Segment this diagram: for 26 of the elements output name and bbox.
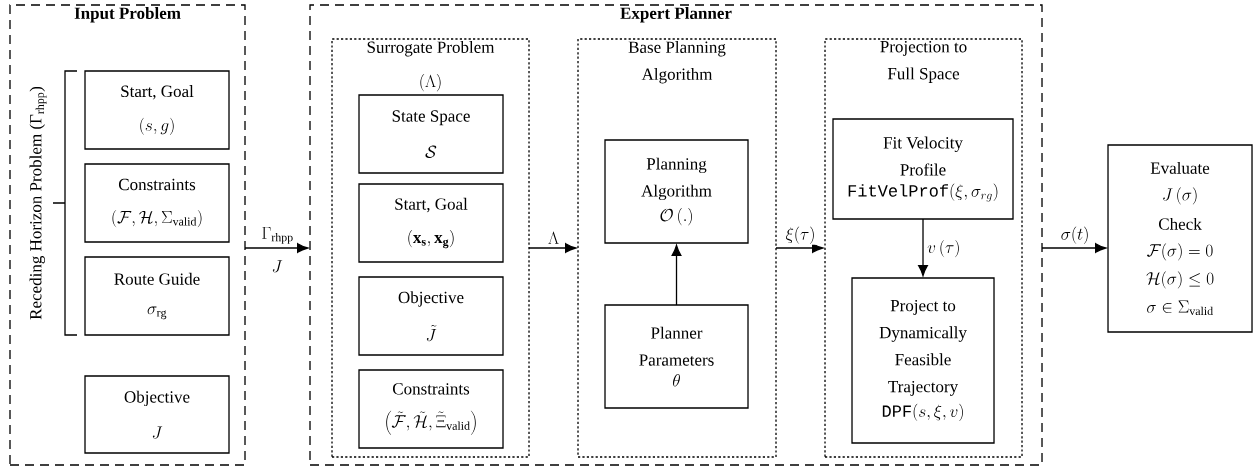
process-box: Constraints $(\mathcal{F}, \mathcal{H}, \Sigma_{\mathrm{valid}})$ [84, 163, 230, 243]
edge-label: $\xi(\tau)$ [784, 225, 817, 245]
process-box: Constraints $\left(\tilde{\mathcal{F}}, \tilde{\mathcal{H}}, \tilde{\Xi}_{\mathrm{valid}}\right)$ [358, 369, 504, 449]
vertical-label: Receding Horizon Problem (Γ$_{rhpp}$) [29, 86, 47, 320]
process-box: Objective $\tilde{J}$ [358, 276, 504, 356]
process-box: Route Guide $\sigma_{\mathrm{rg}}$ [84, 256, 230, 336]
process-box: Planner Parameters $\theta$ [604, 304, 749, 409]
result-box: Evaluate $J\left(\sigma\right)$ Check $\mathcal{F}(\sigma) = 0$ $\mathcal{H}(\sigma) \leq 0$ $\sigma \in \Sigma_{\mathrm{valid}}$ [1107, 144, 1253, 333]
arrow [918, 218, 928, 277]
arrow [1041, 243, 1107, 253]
line-label: $J$ [272, 260, 283, 273]
arrow [775, 243, 824, 253]
edge-label: $\Lambda$ [546, 231, 561, 245]
process-box: Start, Goal $(s, g)$ [84, 70, 230, 150]
process-box: Objective $J$ [84, 375, 230, 454]
edge-label: $v\left(\tau\right)$ [926, 238, 962, 259]
arrow [671, 244, 682, 306]
arrow [528, 243, 577, 253]
edge-label: $\sigma(t)$ [1059, 225, 1091, 245]
process-box: Planning Algorithm $\mathcal{O}\left(.\right)$ [604, 139, 749, 244]
arrow [244, 243, 309, 253]
process-box: State Space $\mathcal{S}$ [358, 94, 504, 174]
process-box: Fit Velocity Profile $\texttt{FitVelProf}(\xi, \sigma_{rg})$ [832, 118, 1014, 220]
edge-label: $\Gamma_{\mathrm{rhpp}}$ [260, 225, 295, 245]
process-box: Start, Goal $(\mathbf{x_s}, \mathbf{x_g})$ [358, 183, 504, 263]
process-box: Project to Dynamically Feasible Trajectory $\texttt{DPF}(s, \xi, v)$ [851, 277, 995, 444]
